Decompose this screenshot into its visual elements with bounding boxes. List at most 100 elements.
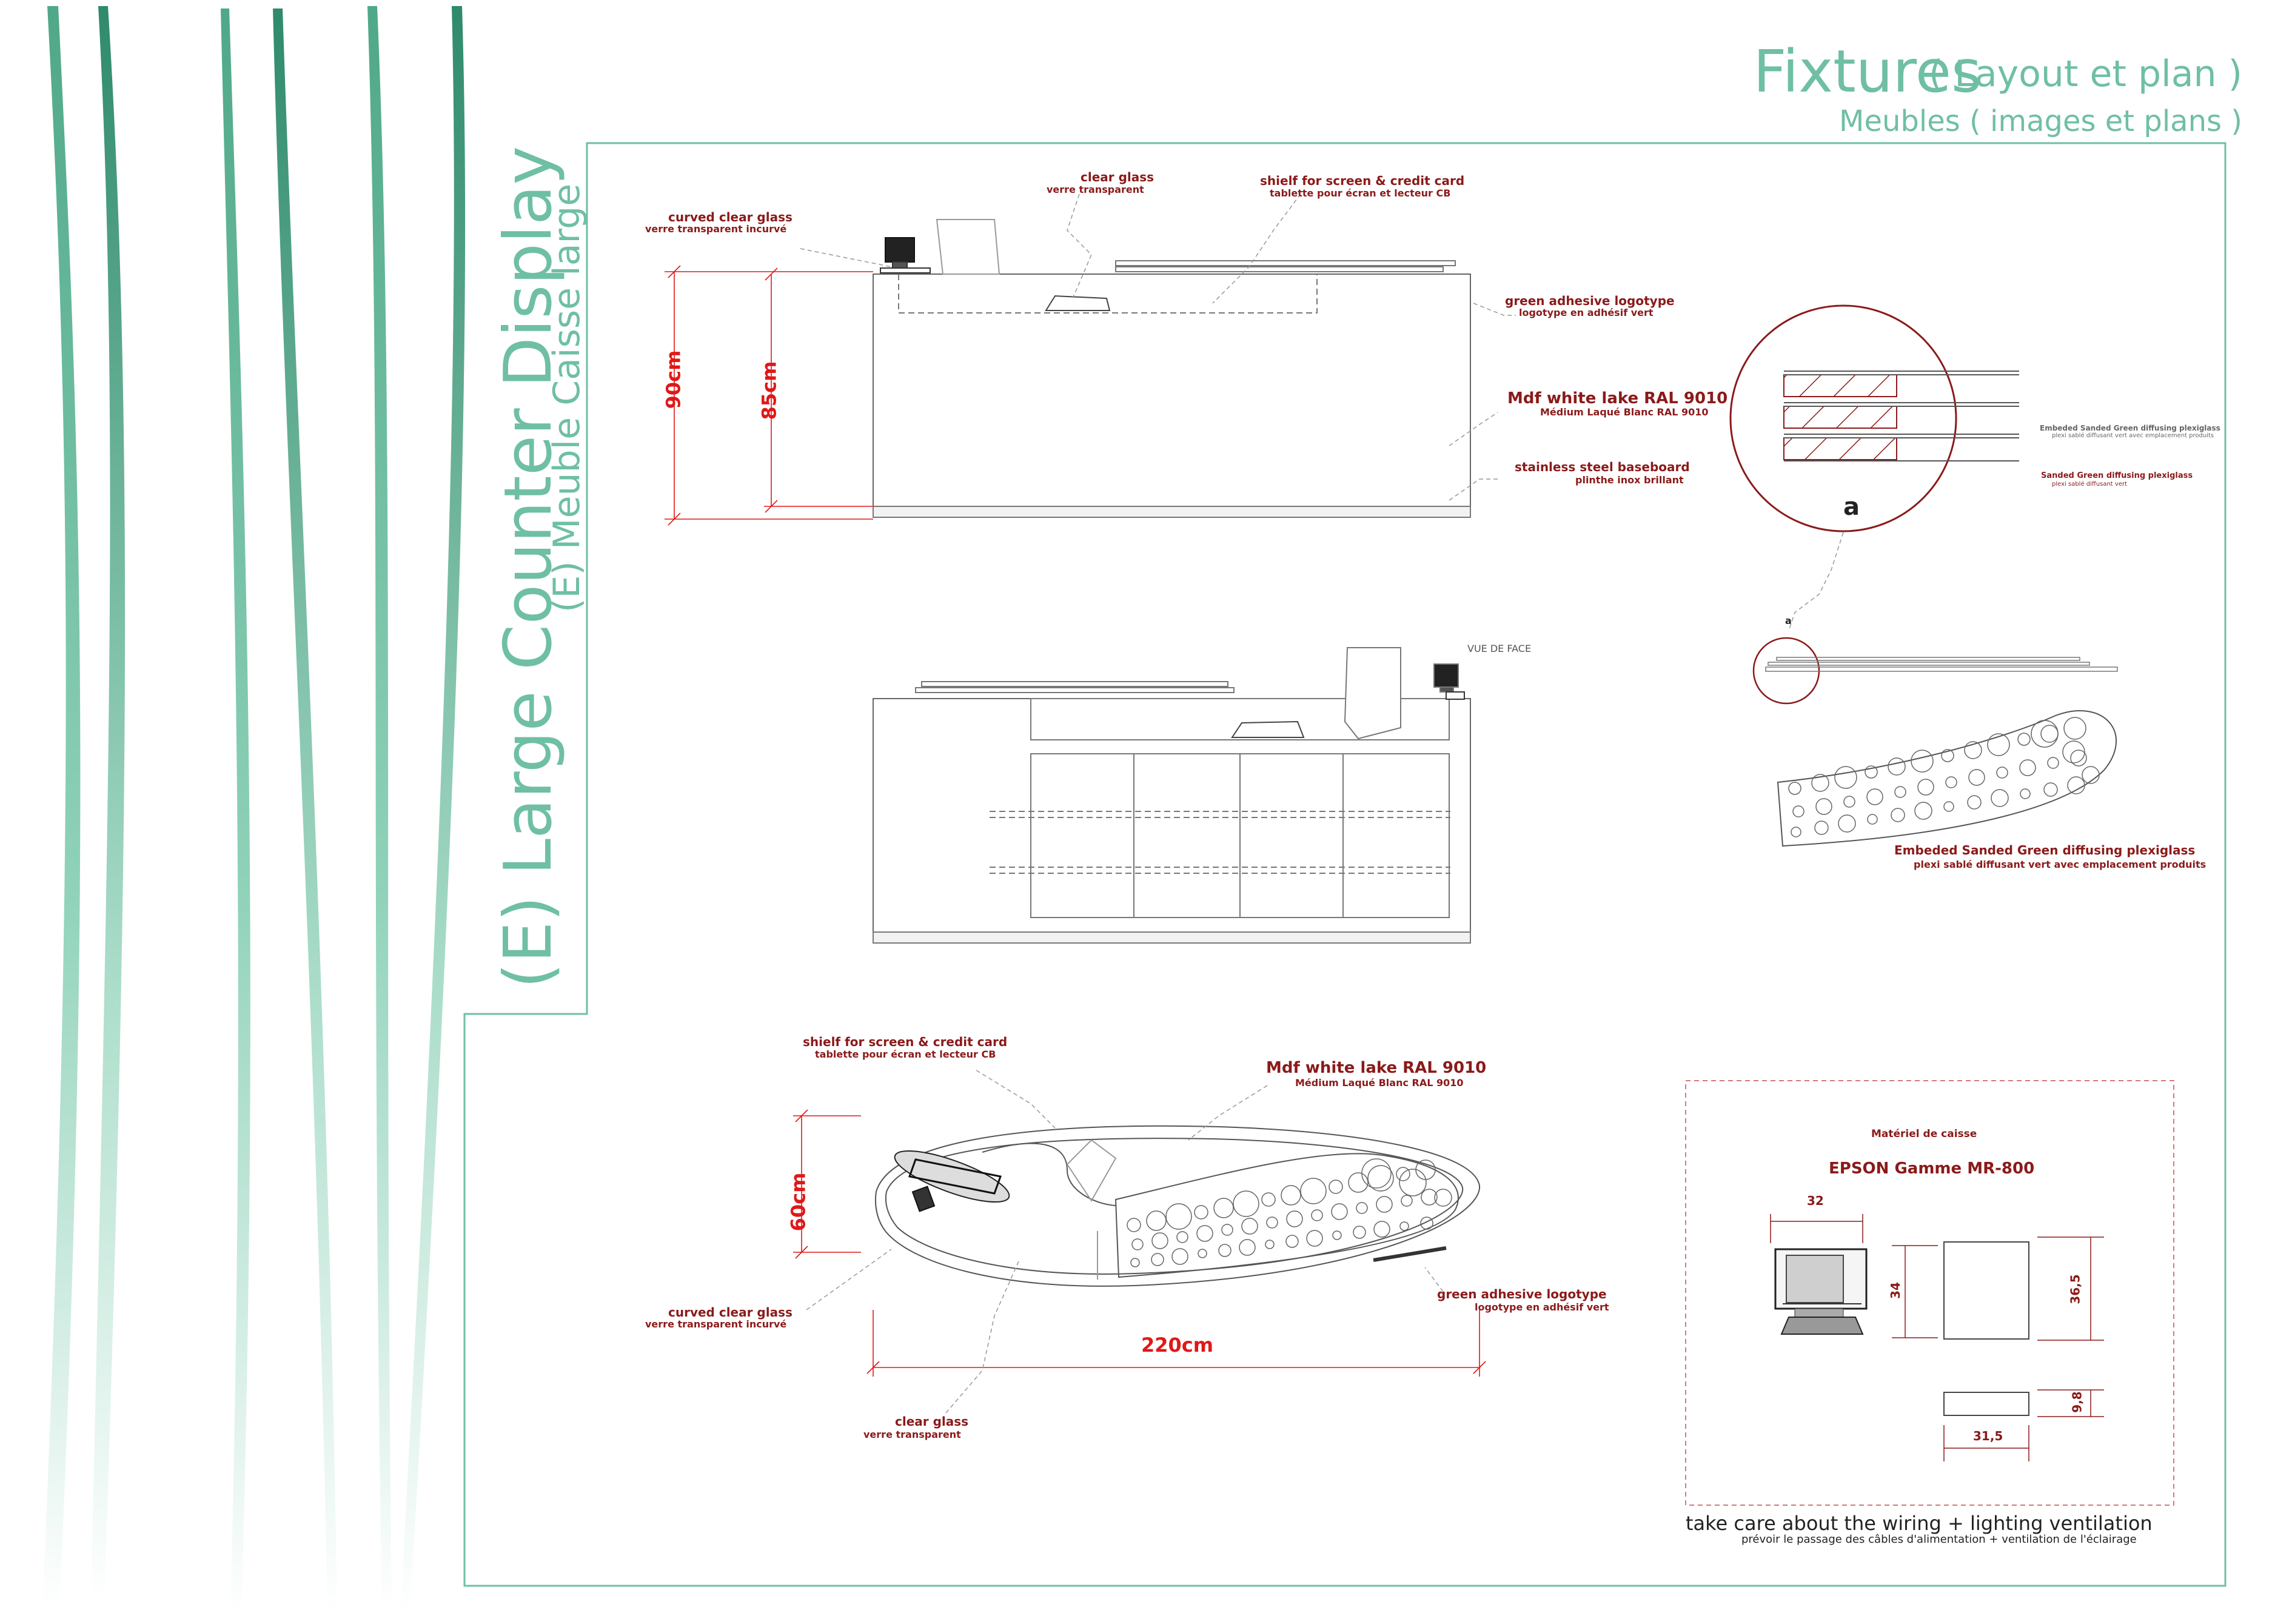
product-slot-circle [1434,1189,1452,1207]
product-slot-circle [1353,1226,1366,1239]
product-slot-circle [1306,1230,1323,1247]
plan-holes [1127,1158,1452,1267]
front-view-label: VUE DE FACE [1467,643,1532,654]
product-slot-circle [1176,1231,1188,1243]
callout-clear-glass-fr: verre transparent [1047,184,1144,195]
product-slot-circle [1127,1218,1141,1232]
product-slot-circle [1171,1248,1188,1265]
equipment-dimensions [1770,1214,2104,1461]
dimension-total-height: 90cm [662,350,685,409]
equipment-dim-bottom: 31,5 [1973,1429,2003,1443]
credit-card-reader-icon [911,1186,936,1212]
product-slot-circle [1399,1221,1409,1231]
product-slot-circle [1867,814,1878,825]
footer-note: take care about the wiring + lighting ve… [1686,1512,2153,1535]
product-slot-circle [2082,766,2100,784]
equipment-dim-left: 34 [1888,1282,1903,1299]
plan-callout-shelf-fr: tablette pour écran et lecteur CB [815,1049,996,1060]
callout-mdf-fr: Médium Laqué Blanc RAL 9010 [1540,406,1709,418]
panel-title-fr: (E) Meuble Caisse large [546,183,588,612]
product-slot-circle [1196,1225,1213,1242]
callout-shelf: shielf for screen & credit card [1260,173,1465,188]
page-title: Fixtures [1753,42,1982,101]
callout-clear-glass: clear glass [1081,170,1154,184]
product-slot-circle [2067,776,2085,794]
product-slot-circle [1888,757,1906,776]
product-slot-circle [1911,750,1934,773]
plan-callout-shelf: shielf for screen & credit card [803,1035,1008,1049]
product-slot-circle [1281,1185,1301,1206]
product-slot-circle [1943,801,1954,812]
product-slot-circle [1151,1253,1164,1266]
product-slot-circle [1311,1209,1323,1221]
callout-baseboard: stainless steel baseboard [1515,460,1690,474]
product-slot-circle [1399,1169,1427,1196]
product-slot-circle [1792,805,1804,817]
product-slot-circle [1866,788,1883,805]
product-slot-circle [1265,1240,1275,1249]
product-slot-circle [1331,1203,1348,1220]
page-title-suffix: ( Layout et plan ) [1928,53,2242,95]
equipment-box [1685,1080,2174,1506]
product-slot-circle [1239,1239,1256,1256]
product-slot-circle [1261,1192,1276,1207]
product-slot-circle [1865,765,1878,779]
detail-line2-fr: plexi sablé diffusant vert [2052,481,2128,488]
product-slot-circle [1194,1205,1208,1220]
product-slot-circle [1356,1202,1368,1214]
equipment-dim-top: 32 [1807,1193,1824,1208]
product-slot-circle [1373,1221,1390,1238]
product-slot-circle [1843,796,1855,808]
product-slot-circle [1130,1258,1140,1267]
product-slot-circle [1131,1238,1144,1250]
product-slot-circle [1914,802,1932,820]
plexi-label: Embeded Sanded Green diffusing plexiglas… [1894,843,2196,857]
dimension-body-height: 85cm [757,361,781,420]
product-slot-circle [1376,1196,1393,1213]
detail-a-drawing [1729,304,2118,705]
product-slot-circle [2019,759,2036,776]
product-slot-circle [1945,776,1957,788]
product-slot-circle [2062,740,2085,763]
product-slot-circle [1348,1172,1369,1193]
epson-terminal-icon [1774,1248,1868,1335]
product-slot-circle [1891,808,1905,822]
plan-callout-clear-glass: clear glass [895,1414,969,1429]
callout-logo: green adhesive logotype [1505,294,1675,308]
product-slot-circle [1967,795,1982,810]
callout-curved-glass-fr: verre transparent incurvé [645,223,787,235]
product-slot-circle [1300,1178,1327,1204]
product-slot-circle [1329,1179,1343,1194]
payment-terminal-icon [880,237,931,273]
side-view-leaders [800,193,1516,501]
plan-callout-mdf: Mdf white lake RAL 9010 [1266,1059,1487,1077]
side-view-drawing [873,219,1471,518]
plexi-label-fr: plexi sablé diffusant vert avec emplacem… [1914,859,2207,870]
product-slot-circle [1838,814,1856,833]
callout-curved-glass: curved clear glass [668,210,792,224]
plexiglass-panel-drawing [1777,710,2117,847]
product-slot-circle [1218,1244,1231,1257]
front-view-drawing [873,647,1471,944]
product-slot-circle [1367,1165,1394,1192]
product-slot-circle [1241,1218,1258,1235]
product-slot-circle [1332,1230,1342,1240]
product-slot-circle [1213,1198,1234,1218]
detail-line2-en: Sanded Green diffusing plexiglass [2041,471,2193,480]
product-slot-circle [1996,767,2008,779]
product-slot-circle [1233,1190,1259,1217]
product-slot-circle [1815,798,1832,815]
product-slot-circle [1266,1216,1278,1229]
decorative-grass [42,6,466,1613]
callout-mdf: Mdf white lake RAL 9010 [1507,389,1728,408]
product-slot-circle [2020,788,2031,799]
plan-callout-logo-fr: logotype en adhésif vert [1475,1301,1609,1313]
product-slot-circle [1146,1210,1167,1231]
product-slot-circle [1814,820,1829,835]
product-slot-circle [1151,1232,1168,1249]
plan-callout-curved-glass: curved clear glass [668,1305,792,1320]
plan-view-leaders [806,1070,1444,1414]
product-slot-circle [1894,786,1906,798]
page-subtitle: Meubles ( images et plans ) [1839,104,2242,138]
